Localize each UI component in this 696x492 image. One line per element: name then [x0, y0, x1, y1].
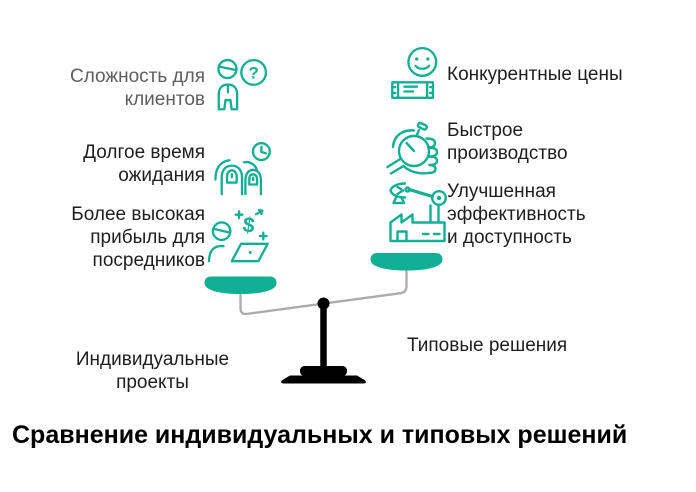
label-individual-line-2: проекты [116, 372, 189, 393]
smiley-price-display-icon [385, 45, 447, 107]
scale-base-top [300, 366, 347, 376]
left-item-1-line-2: клиентов [124, 89, 205, 110]
right-item-1-line-1: Конкурентные цены [447, 64, 623, 85]
right-item-2-line-1: Быстрое [447, 120, 524, 141]
question-glyph: ? [248, 64, 258, 83]
right-scale-pan [370, 253, 443, 271]
hand-stopwatch-icon [385, 117, 449, 179]
scale-post [320, 303, 327, 368]
queue-waiting-clock-icon [212, 139, 274, 199]
dollar-glyph: $ [241, 212, 256, 237]
left-item-2-text: Долгое время ожидания [0, 141, 205, 187]
label-standard-solutions: Типовые решения [407, 335, 568, 356]
factory-robot-arm-icon [383, 182, 453, 248]
right-item-3-text: Улучшенная эффективность и доступность [447, 180, 586, 249]
right-item-2-line-2: производство [447, 143, 568, 164]
left-item-1-text: Сложность для клиентов [0, 65, 205, 111]
left-item-1-line-1: Сложность для [70, 66, 205, 87]
right-item-3-line-1: Улучшенная [447, 181, 556, 202]
scale-pivot-dot [317, 297, 330, 310]
right-item-1-text: Конкурентные цены [447, 63, 623, 86]
left-item-3-line-3: посредников [92, 250, 205, 271]
label-individual-line-1: Индивидуальные [75, 349, 230, 370]
left-item-2-line-1: Долгое время [83, 142, 205, 163]
right-item-3-line-2: эффективность [447, 204, 586, 225]
left-item-3-text: Более высокая прибыль для посредников [0, 203, 205, 272]
person-laptop-dollar-icon: $ [204, 206, 278, 268]
right-item-2-text: Быстрое производство [447, 119, 568, 165]
label-individual-projects: Индивидуальные проекты [30, 348, 275, 394]
scale-base-bottom [281, 375, 366, 384]
left-item-3-line-2: прибыль для [90, 227, 205, 248]
infographic-title: Сравнение индивидуальных и типовых решен… [12, 421, 628, 449]
left-scale-pan [204, 276, 277, 294]
left-item-2-line-2: ожидания [118, 165, 205, 186]
right-item-3-line-3: и доступность [447, 227, 572, 248]
left-item-3-line-1: Более высокая [71, 204, 205, 225]
person-question-icon: ? [211, 55, 273, 117]
